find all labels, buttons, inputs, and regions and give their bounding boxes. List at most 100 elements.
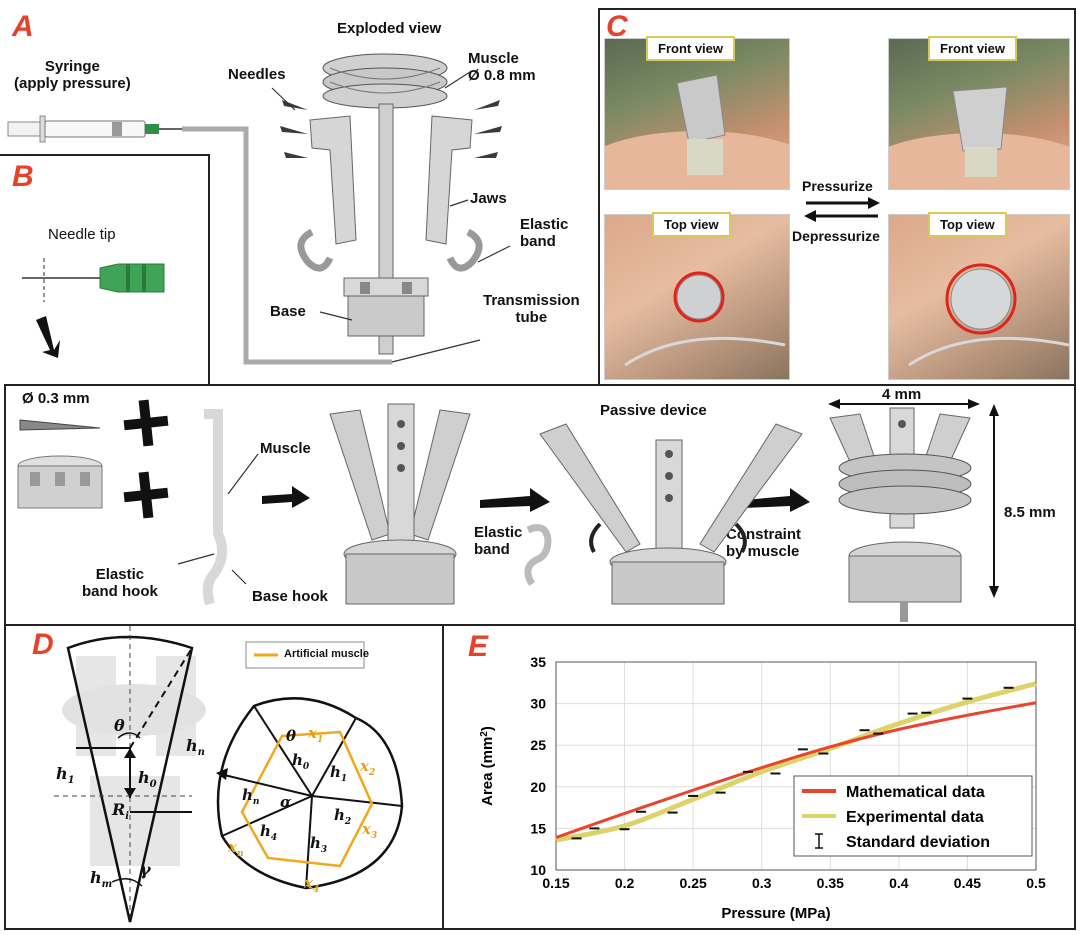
passive-device-label: Passive device [600, 402, 707, 419]
x-tick-label: 0.35 [817, 875, 844, 891]
panel-letter-e: E [468, 630, 489, 663]
needle-left-1 [282, 100, 308, 110]
muscle-label-line2: Ø 0.8 mm [468, 67, 536, 85]
photo-front-right [888, 38, 1070, 190]
symbol-h0: h0 [138, 768, 157, 791]
syringe-illustration [7, 115, 182, 143]
needle-right-3 [474, 152, 498, 158]
symbol-x1: x1 [308, 724, 324, 745]
symbol-h1: h1 [56, 764, 75, 787]
needle-left-2 [280, 126, 308, 134]
panel-b-frame-top [0, 154, 210, 156]
final-device-illustration [829, 407, 972, 622]
b-elastic-band-line2: band [474, 541, 510, 559]
symbol-h2: h2 [334, 806, 352, 827]
height-dimension-arrow [989, 404, 999, 598]
arrow-right-3 [744, 488, 810, 512]
symbol-hn-2: hn [242, 786, 260, 807]
front-view-label-right: Front view [928, 36, 1018, 61]
y-tick-label: 30 [530, 696, 546, 712]
x-tick-label: 0.3 [752, 875, 772, 891]
series-experimental-line [555, 681, 1037, 843]
elastic-band-hook-label: Elastic band hook [82, 566, 158, 601]
width-dimension-label: 4 mm [882, 386, 922, 403]
elastic-band-label: Elastic band [520, 216, 568, 251]
panel-e-frame [442, 624, 1076, 930]
muscle-label-line1: Muscle [468, 50, 519, 67]
symbol-h0-2: h0 [292, 751, 310, 772]
symbol-x3: x3 [362, 820, 378, 841]
b-elastic-band-label: Elastic band [474, 524, 522, 559]
legend-entry-label: Mathematical data [846, 784, 985, 801]
legend-entry-label: Standard deviation [846, 834, 990, 851]
series-mathematical-line [555, 701, 1037, 839]
small-base-illustration [17, 455, 103, 509]
needle-tip-illustration [22, 258, 165, 358]
elastic-band-line1: Elastic [520, 216, 569, 233]
symbol-x4: x4 [304, 874, 320, 895]
panel-letter-b: B [12, 160, 34, 193]
symbol-hn: hn [186, 736, 205, 759]
base-illustration [343, 277, 429, 337]
panel-b-illustration [17, 399, 999, 622]
photo-top-left [604, 214, 790, 380]
arrow-right-1 [262, 486, 310, 508]
elastic-band-hook-line1: Elastic [95, 566, 145, 583]
cross-section [216, 697, 404, 890]
symbol-ri: Ri [112, 800, 130, 823]
pressurize-arrows [804, 197, 880, 222]
needle-segment [19, 419, 101, 431]
depressurize-label: Depressurize [792, 228, 880, 244]
front-view-label-left: Front view [646, 36, 736, 61]
right-jaw [425, 115, 473, 245]
faded-device [62, 656, 206, 866]
needle-diameter-label: Ø 0.3 mm [22, 390, 90, 407]
hook-sketch [202, 409, 228, 606]
elastic-band-left [297, 228, 334, 272]
base-hook-label: Base hook [252, 588, 328, 605]
base-label: Base [270, 303, 306, 320]
symbol-x2: x2 [360, 757, 376, 778]
elastic-band-right [446, 228, 483, 272]
transmission-tube-line2: tube [515, 309, 548, 327]
y-tick-label: 10 [530, 862, 546, 878]
symbol-theta: θ [114, 716, 125, 735]
assembled-device-1 [329, 403, 471, 605]
plot-frame [555, 661, 1037, 871]
x-axis-label: Pressure (MPa) [721, 905, 830, 922]
x-tick-label: 0.25 [680, 875, 707, 891]
photo-top-right [888, 214, 1070, 380]
syringe-label-line1: Syringe [44, 58, 100, 75]
needle-tip-label: Needle tip [48, 226, 116, 243]
muscle-polygon [240, 730, 374, 868]
x-tick-label: 0.4 [889, 875, 909, 891]
pressurize-label: Pressurize [802, 178, 873, 194]
symbol-h4: h4 [260, 822, 278, 843]
left-jaw [309, 115, 357, 245]
y-tick-label: 20 [530, 779, 546, 795]
symbol-h1-2: h1 [330, 763, 348, 784]
muscle-coil [322, 53, 448, 109]
elastic-band-line2: band [520, 233, 556, 251]
passive-device-illustration [539, 423, 803, 605]
symbol-hm: hm [90, 868, 113, 891]
b-muscle-label: Muscle [260, 440, 311, 457]
symbol-gamma: γ [140, 860, 151, 879]
plus-icon-2 [123, 471, 169, 519]
chart-series [555, 681, 1037, 843]
symbol-theta-2: θ [286, 727, 297, 745]
panel-letter-c: C [606, 10, 628, 43]
jaws-label: Jaws [470, 190, 507, 207]
sector-outline [66, 635, 194, 923]
syringe-label: Syringe (apply pressure) [14, 58, 131, 93]
loose-elastic-band [524, 524, 552, 586]
exploded-view-title: Exploded view [337, 20, 442, 37]
top-view-label-left: Top view [652, 212, 731, 237]
muscle-label: Muscle Ø 0.8 mm [468, 50, 536, 85]
y-tick-label: 25 [530, 737, 546, 753]
legend-entry-label: Experimental data [846, 809, 984, 826]
needle-right-1 [474, 100, 500, 110]
